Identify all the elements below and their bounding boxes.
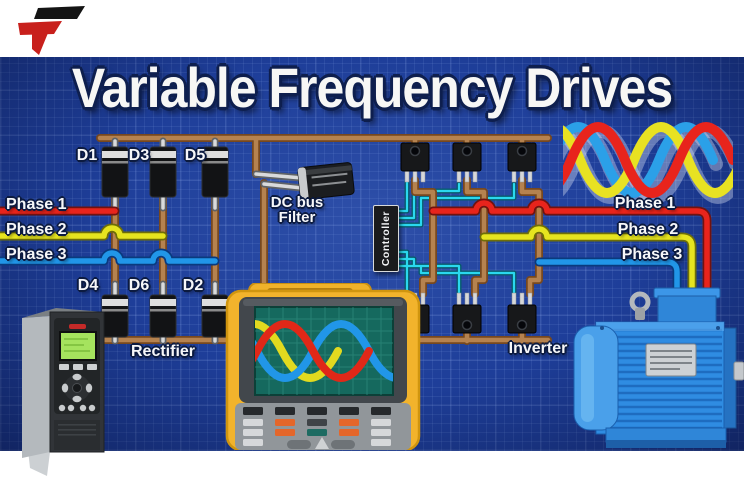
igbt-top-1 [400, 142, 430, 183]
controller-box: Controller [373, 205, 399, 272]
dc-bus-capacitor [297, 162, 355, 200]
diode-d1 [101, 146, 129, 198]
input-phase-2-label: Phase 2 [6, 221, 67, 238]
page-title: Variable Frequency Drives [71, 56, 673, 120]
dc-bus-filter-label-line2: Filter [278, 209, 316, 226]
diode-d3 [149, 146, 177, 198]
diode-d5-label: D5 [184, 147, 206, 164]
diode-d6-label: D6 [128, 277, 150, 294]
dc-bus-filter-label-line1: DC bus [270, 194, 324, 211]
igbt-top-2 [452, 142, 482, 183]
diode-d2-label: D2 [182, 277, 204, 294]
handheld-oscilloscope [225, 283, 421, 450]
vfd-drive-unit [22, 308, 105, 476]
diode-d4-label: D4 [77, 277, 99, 294]
inverter-label: Inverter [508, 340, 568, 357]
danfoss-logo-icon [69, 324, 86, 329]
igbt-top-3 [507, 142, 537, 183]
output-phase-3-label: Phase 3 [621, 246, 683, 263]
motor-nameplate [645, 343, 697, 377]
rectifier-diodes [101, 146, 229, 338]
motor-base [605, 427, 727, 443]
t-logo-icon [18, 6, 85, 55]
scope-up-arrow-button [315, 437, 329, 449]
motor-shaft [733, 361, 744, 381]
blueprint-background [0, 57, 744, 451]
diode-d6 [149, 294, 177, 338]
top-bar [0, 0, 744, 57]
vfd-base-shadow [28, 450, 50, 476]
diode-d5 [201, 146, 229, 198]
inverter-transistors [400, 142, 537, 334]
diode-d1-label: D1 [76, 147, 98, 164]
diode-d3-label: D3 [128, 147, 150, 164]
input-phase-1-label: Phase 1 [6, 196, 67, 213]
motor-terminal-box [657, 295, 717, 325]
three-phase-motor [573, 287, 744, 448]
footer-bar [0, 451, 744, 500]
scope-buttons [243, 407, 391, 449]
rectifier-label: Rectifier [130, 343, 196, 360]
input-phase-3-label: Phase 3 [6, 246, 67, 263]
output-phase-2-label: Phase 2 [617, 221, 679, 238]
output-phase-1-label: Phase 1 [614, 195, 676, 212]
igbt-bottom-3 [507, 292, 537, 334]
igbt-bottom-2 [452, 292, 482, 334]
motor-eye-bolt-icon [629, 291, 651, 313]
controller-label: Controller [380, 210, 392, 267]
